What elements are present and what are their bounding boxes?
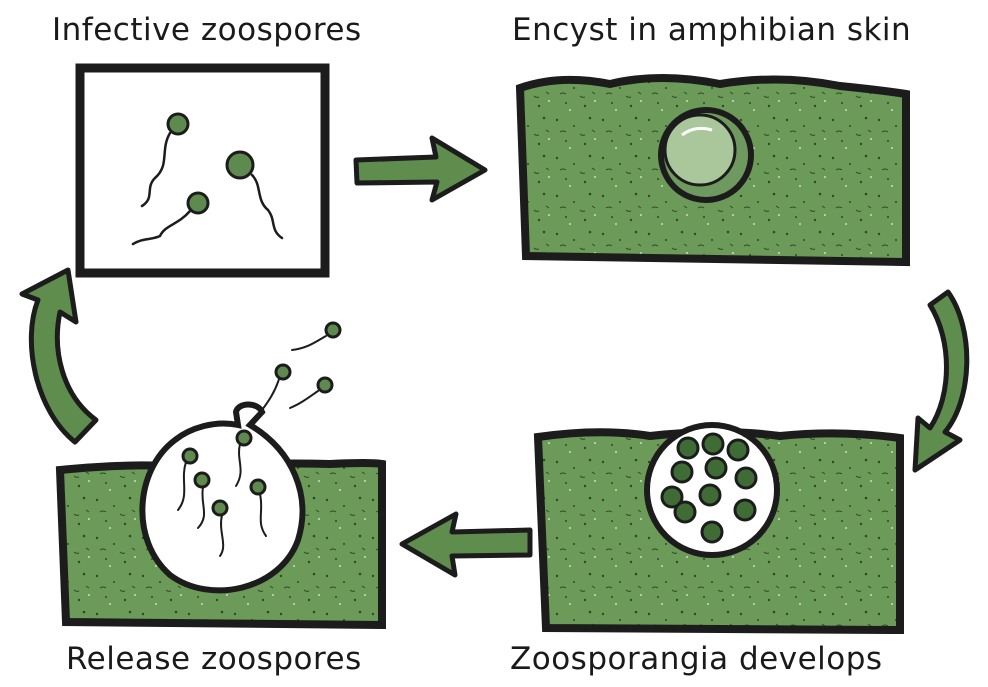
arrow-right <box>356 138 485 200</box>
ruptured-zoosporangium <box>142 405 302 591</box>
infective-frame <box>80 68 325 273</box>
arrow-left <box>402 514 530 575</box>
arrow-curved-up <box>22 270 96 442</box>
panel-encyst-skin <box>520 78 906 262</box>
panel-zoosporangia <box>538 425 900 630</box>
panel-infective-zoospores <box>80 68 325 273</box>
panel-release-zoospores <box>60 323 382 625</box>
arrow-curved-down <box>915 292 967 470</box>
